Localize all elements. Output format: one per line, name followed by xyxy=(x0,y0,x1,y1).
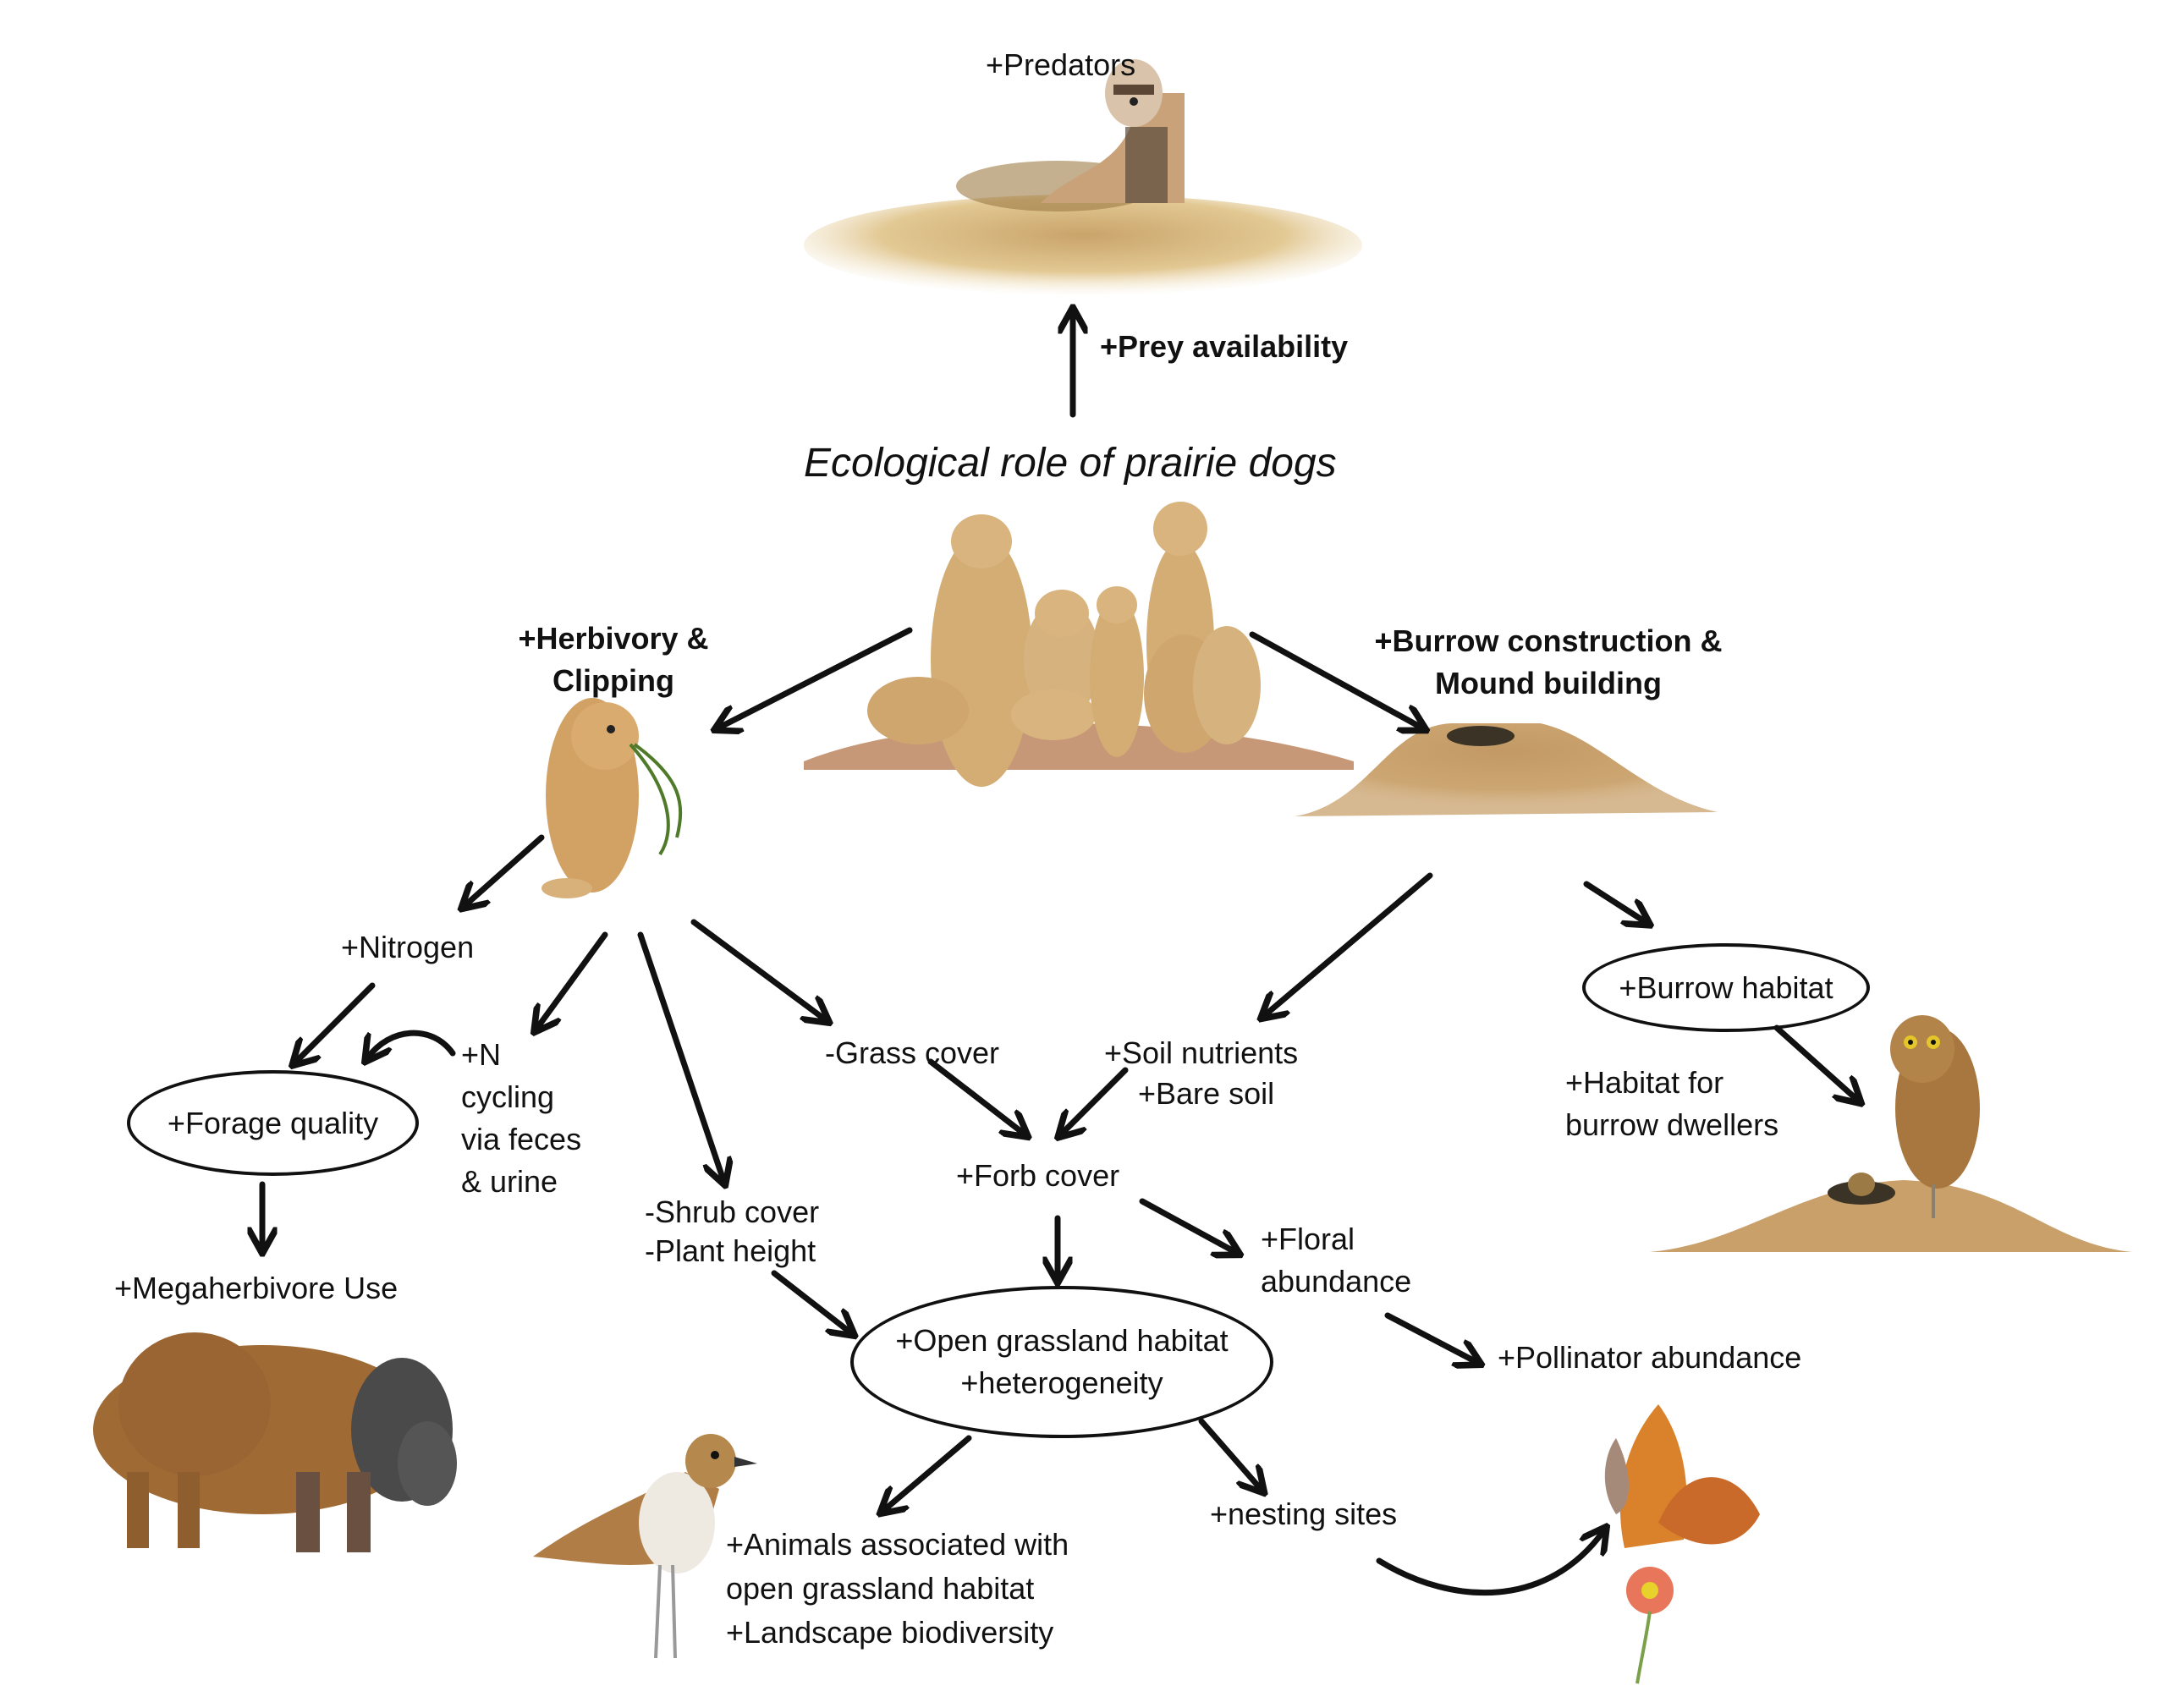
label-habitat-dwellers-line2: burrow dwellers xyxy=(1565,1107,1779,1142)
empty-burrow-mound xyxy=(1295,723,1718,816)
arrow-shrub-to-open-grassland xyxy=(771,1270,850,1332)
arrow-to-n-cycling xyxy=(537,931,608,1028)
arrow-forb-to-floral xyxy=(1139,1198,1235,1252)
mountain-plover xyxy=(533,1434,757,1659)
diagram-title: Ecological role of prairie dogs xyxy=(804,441,1337,486)
node-burrow-habitat: +Burrow habitat xyxy=(1582,943,1870,1032)
label-shrub-cover: -Shrub cover xyxy=(645,1195,820,1229)
label-habitat-dwellers-line1: +Habitat for xyxy=(1565,1065,1724,1100)
arrow-nitrogen-to-forage xyxy=(296,982,376,1062)
label-megaherbivore: +Megaherbivore Use xyxy=(114,1271,399,1305)
butterfly-on-flower xyxy=(1604,1404,1760,1684)
node-forage-quality: +Forage quality xyxy=(127,1070,419,1176)
label-forage-quality: +Forage quality xyxy=(167,1105,379,1140)
arrow-burrow-habitat-to-owl xyxy=(1773,1024,1857,1100)
label-plant-height: -Plant height xyxy=(645,1233,816,1268)
label-shrub-plant: -Shrub cover -Plant height xyxy=(645,1193,819,1271)
label-nitrogen: +Nitrogen xyxy=(341,930,475,964)
label-floral-abundance: +Floral abundance xyxy=(1261,1218,1411,1303)
arrow-open-grassland-to-nesting xyxy=(1198,1418,1261,1489)
label-herbivory: +Herbivory & Clipping xyxy=(457,618,770,702)
arrow-to-nitrogen xyxy=(465,834,545,905)
label-n-cycling-line2: cycling xyxy=(461,1079,555,1114)
burrowing-owl-on-mound xyxy=(1650,1015,2132,1252)
arrow-grass-to-forb xyxy=(927,1058,1024,1134)
label-forb-cover: +Forb cover xyxy=(956,1158,1120,1193)
label-burrow-line1: +Burrow construction & xyxy=(1374,623,1723,658)
arrow-to-grass-cover xyxy=(690,919,825,1019)
node-open-grassland: +Open grassland habitat +heterogeneity xyxy=(850,1286,1273,1438)
label-animals-line2: open grassland habitat xyxy=(726,1571,1035,1606)
arrow-floral-to-pollinator xyxy=(1384,1312,1476,1362)
arrow-n-cycling-to-forage xyxy=(368,1030,456,1057)
arrow-mound-to-burrow-habitat xyxy=(1583,881,1646,922)
label-n-cycling: +N cycling via feces & urine xyxy=(461,1034,581,1203)
arrow-to-burrow-construction xyxy=(1249,631,1421,728)
label-burrow-construction: +Burrow construction & Mound building xyxy=(1337,620,1760,705)
bison xyxy=(93,1332,457,1552)
label-predators: +Predators xyxy=(986,47,1136,82)
label-pollinator-abundance: +Pollinator abundance xyxy=(1498,1340,1802,1375)
arrow-soil-to-forb xyxy=(1062,1067,1129,1134)
label-floral-line2: abundance xyxy=(1261,1264,1412,1299)
label-animals-line1: +Animals associated with xyxy=(726,1527,1069,1562)
label-bare-soil: +Bare soil xyxy=(1138,1076,1275,1111)
label-floral-line1: +Floral xyxy=(1261,1222,1355,1256)
label-nesting-sites: +nesting sites xyxy=(1210,1497,1398,1531)
arrow-nesting-to-butterfly xyxy=(1376,1531,1603,1596)
arrow-to-herbivory xyxy=(719,627,913,728)
arrow-to-shrub-cover xyxy=(637,931,723,1180)
arrow-mound-to-soil-nutrients xyxy=(1265,872,1433,1015)
label-n-cycling-line3: via feces xyxy=(461,1122,582,1156)
label-grass-cover: -Grass cover xyxy=(825,1035,1000,1070)
label-prey-availability: +Prey availability xyxy=(1100,329,1349,364)
arrow-open-grassland-to-animals xyxy=(884,1435,972,1510)
label-n-cycling-line1: +N xyxy=(461,1037,502,1072)
label-open-grassland-line2: +heterogeneity xyxy=(960,1365,1163,1400)
label-burrow-line2: Mound building xyxy=(1435,666,1662,700)
label-n-cycling-line4: & urine xyxy=(461,1164,558,1199)
label-burrow-habitat: +Burrow habitat xyxy=(1619,969,1833,1005)
label-animals-biodiversity: +Animals associated with open grassland … xyxy=(726,1523,1069,1655)
label-herbivory-line1: +Herbivory & xyxy=(518,621,709,656)
prairie-dog-family-on-mound xyxy=(804,502,1354,787)
label-herbivory-line2: Clipping xyxy=(552,663,674,698)
black-footed-ferret-on-mound xyxy=(804,59,1362,296)
label-open-grassland-line1: +Open grassland habitat xyxy=(895,1323,1229,1358)
prairie-dog-eating-grass xyxy=(542,698,683,898)
label-landscape-biodiversity: +Landscape biodiversity xyxy=(726,1615,1054,1650)
label-habitat-burrow-dwellers: +Habitat for burrow dwellers xyxy=(1565,1062,1778,1146)
label-soil-nutrients: +Soil nutrients xyxy=(1104,1035,1299,1070)
